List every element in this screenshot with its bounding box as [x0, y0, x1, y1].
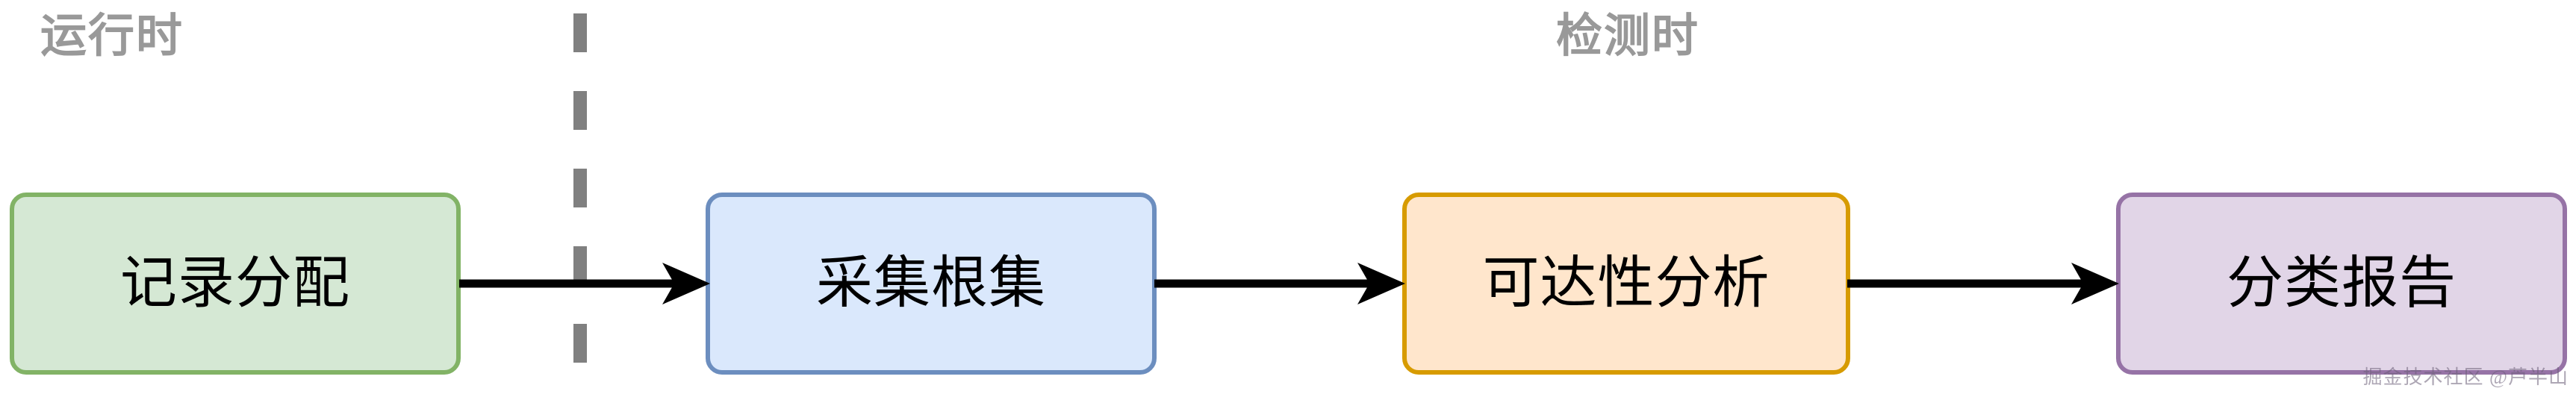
node-reachability-analysis-label: 可达性分析 — [1482, 251, 1770, 315]
connector-arrow-record-allocation-to-collect-rootset — [459, 263, 710, 304]
node-reachability-analysis[interactable]: 可达性分析 — [1402, 193, 1850, 375]
watermark-text: 掘金技术社区 @芦半山 — [2362, 366, 2569, 388]
phase-label-detection: 检测时 — [1555, 10, 1699, 62]
node-collect-rootset-label: 采集根集 — [816, 251, 1046, 315]
node-collect-rootset[interactable]: 采集根集 — [706, 193, 1157, 375]
phase-label-runtime: 运行时 — [40, 10, 184, 62]
node-record-allocation[interactable]: 记录分配 — [10, 193, 461, 375]
node-classification-report-label: 分类报告 — [2227, 251, 2457, 315]
connector-arrow-reachability-analysis-to-classification-report — [1847, 263, 2119, 304]
phase-divider-dashed-line — [573, 13, 587, 376]
node-record-allocation-label: 记录分配 — [120, 251, 350, 315]
node-classification-report[interactable]: 分类报告 — [2116, 193, 2567, 375]
connector-arrow-collect-rootset-to-reachability-analysis — [1154, 263, 1405, 304]
